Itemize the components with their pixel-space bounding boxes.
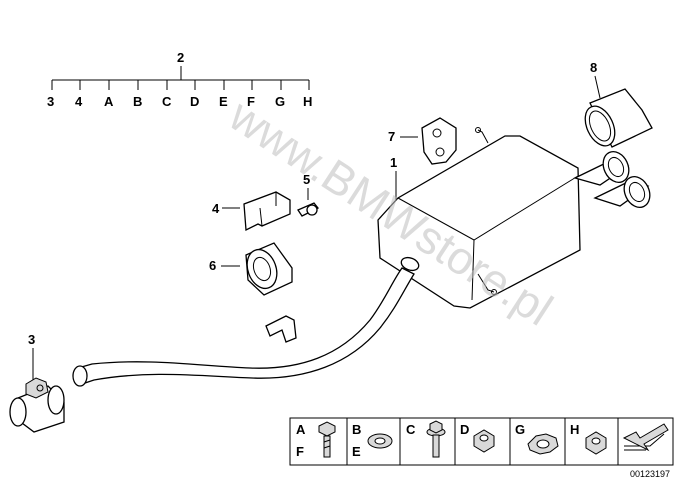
washer-icon	[367, 433, 393, 449]
tailpipe-trim-part: 8	[584, 60, 653, 148]
kit-item-f: F	[247, 94, 255, 109]
kit-item-h: H	[303, 94, 312, 109]
hex-nut-icon	[473, 429, 495, 453]
bracket-part: 4	[212, 191, 291, 232]
kit-item-c: C	[162, 94, 172, 109]
fastener-legend: A F B E C D G	[289, 417, 674, 466]
bolt-part: 5	[297, 172, 320, 217]
self-locking-nut-icon	[585, 431, 607, 455]
callout-7: 7	[388, 129, 395, 144]
direction-arrow-icon	[622, 423, 669, 452]
callout-3: 3	[28, 332, 35, 347]
rubber-ring-part: 6	[209, 242, 293, 296]
kit-item-a: A	[104, 94, 114, 109]
legend-c: C	[406, 422, 416, 437]
legend-a: A	[296, 422, 306, 437]
kit-item-g: G	[275, 94, 285, 109]
legend-b: B	[352, 422, 361, 437]
pipe-clamp-part: 3	[9, 332, 65, 433]
kit-item-b: B	[133, 94, 142, 109]
callout-8: 8	[590, 60, 597, 75]
gasket-icon	[527, 433, 559, 455]
kit-bracket: 2 3 4 A B C D E F G H	[47, 50, 312, 109]
kit-item-4: 4	[75, 94, 83, 109]
flange-bolt-icon	[426, 420, 446, 458]
callout-2: 2	[177, 50, 184, 65]
callout-6: 6	[209, 258, 216, 273]
legend-f: F	[296, 444, 304, 459]
hex-bolt-icon	[318, 421, 336, 458]
legend-g: G	[515, 422, 525, 437]
callout-4: 4	[212, 201, 220, 216]
legend-d: D	[460, 422, 469, 437]
intermediate-pipe-part	[72, 267, 415, 387]
callout-5: 5	[303, 172, 310, 187]
rubber-mount-part: 7	[388, 117, 457, 165]
kit-item-e: E	[219, 94, 228, 109]
legend-e: E	[352, 444, 361, 459]
image-id: 00123197	[630, 469, 670, 479]
kit-item-3: 3	[47, 94, 54, 109]
rear-silencer-part: 1	[377, 127, 651, 309]
callout-1: 1	[390, 155, 397, 170]
legend-h: H	[570, 422, 579, 437]
kit-item-d: D	[190, 94, 199, 109]
